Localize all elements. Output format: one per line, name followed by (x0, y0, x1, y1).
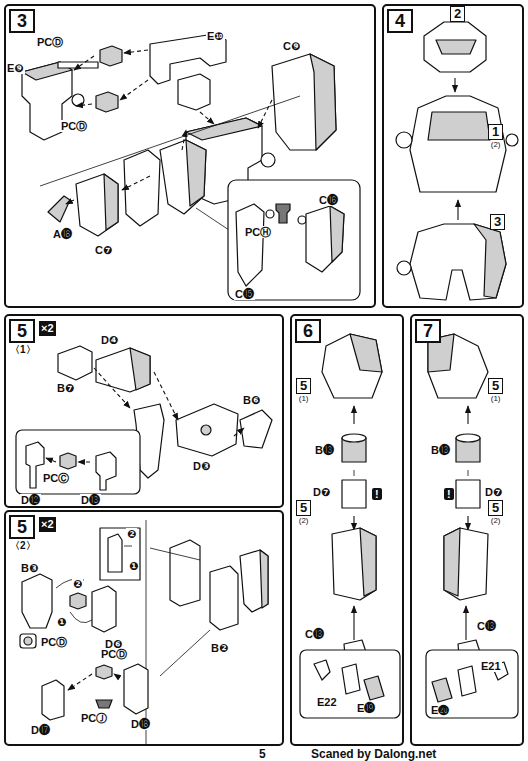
part-label: B⓭ (314, 444, 335, 456)
part-label: D⓲ (130, 718, 151, 730)
part-label: E⓴ (430, 704, 450, 716)
reference-box: 5(1) (488, 378, 503, 403)
quantity-mark: ×2 (39, 517, 56, 532)
part-label: D❹ (100, 334, 119, 346)
part-label: E❿ (206, 30, 225, 42)
reference-box: 5(2) (488, 500, 503, 525)
part-label: E⓳ (356, 702, 376, 714)
part-label: D❼ (312, 486, 331, 498)
part-label: PCⒸ (42, 472, 70, 484)
reference-sub: (2) (491, 516, 501, 525)
part-label: ❶ (128, 560, 139, 572)
reference-number: 5 (296, 500, 311, 516)
part-label: PCⒹ (36, 36, 64, 48)
part-label: B⓭ (430, 444, 451, 456)
part-label: E22 (316, 696, 338, 708)
reference-box: 2 (450, 6, 465, 22)
part-label: D⓭ (80, 494, 101, 506)
part-label: ❶ (56, 616, 67, 628)
part-label: PCⒿ (80, 712, 108, 724)
part-label: C⓰ (318, 194, 339, 206)
part-label: B❸ (20, 562, 39, 574)
reference-sub: (1) (491, 394, 501, 403)
part-label: B❻ (242, 394, 261, 406)
reference-number: 5 (488, 378, 503, 394)
reference-box: 1(2) (488, 124, 503, 149)
part-label: D⓱ (30, 724, 51, 736)
part-label: C❼ (94, 244, 113, 256)
head-torso-parts (396, 22, 518, 300)
step-panel: 5(1)5(2)6 (290, 314, 404, 746)
reference-box: 3 (490, 214, 505, 230)
part-label: A⓲ (52, 228, 73, 240)
part-label: C⓭ (476, 620, 497, 632)
reference-number: 2 (450, 6, 465, 22)
leg-assembly-b (426, 334, 518, 718)
sub-step: 〈1〉 (10, 344, 36, 355)
shoulder-frame-parts (22, 34, 360, 300)
part-label: PCⒹ (40, 636, 68, 648)
part-label: PCⒽ (244, 226, 272, 238)
step-number: 7 (415, 319, 441, 343)
reference-sub: (2) (491, 140, 501, 149)
part-label: E21 (480, 660, 502, 672)
reference-sub: (1) (299, 394, 309, 403)
step-number: 5 (9, 319, 35, 343)
part-label: C⓭ (304, 628, 325, 640)
reference-number: 5 (488, 500, 503, 516)
part-label: ! (444, 488, 454, 500)
sub-step: 〈2〉 (10, 540, 36, 551)
reference-box: 5(2) (296, 500, 311, 525)
reference-box: 5(1) (296, 378, 311, 403)
step-panel: 5 ×2〈2〉 (4, 510, 284, 746)
step-number: 4 (387, 9, 413, 33)
reference-number: 5 (296, 378, 311, 394)
leg-assembly-a (300, 334, 400, 718)
part-label: B❼ (56, 382, 75, 394)
part-label: C⓯ (234, 288, 255, 300)
reference-number: 3 (490, 214, 505, 230)
part-label: B❷ (210, 642, 229, 654)
reference-number: 1 (488, 124, 503, 140)
part-label: C❾ (282, 40, 301, 52)
step-number: 6 (295, 319, 321, 343)
part-label: ❷ (72, 578, 83, 590)
part-label: ! (372, 488, 382, 500)
part-label: E❾ (6, 62, 25, 74)
step-panel: 5(1)5(2)7 (410, 314, 524, 746)
part-label: PCⒹ (60, 120, 88, 132)
step-number: 5 (9, 515, 35, 539)
part-label: D❸ (192, 460, 211, 472)
quantity-mark: ×2 (39, 321, 56, 336)
step-panel: 3 (4, 4, 376, 308)
step-number: 3 (9, 9, 35, 33)
page-footer: 5 (258, 748, 267, 760)
part-label: ❷ (126, 528, 137, 540)
part-label: D❼ (484, 486, 503, 498)
step-panel: 2 1(2) 3 4 (382, 4, 524, 308)
leg-armor-parts (20, 520, 268, 746)
page-footer: Scaned by Dalong.net (310, 748, 437, 760)
part-label: D⓬ (20, 494, 41, 506)
part-label: PCⒹ (100, 648, 128, 660)
leg-frame-parts (16, 346, 272, 494)
reference-sub: (2) (299, 516, 309, 525)
